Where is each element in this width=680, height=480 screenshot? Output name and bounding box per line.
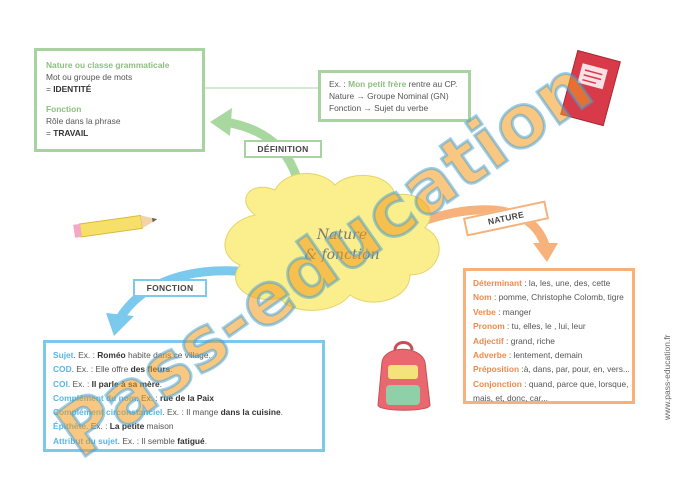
backpack-icon bbox=[377, 341, 431, 411]
fonction-item-label: Attribut du sujet bbox=[53, 435, 118, 446]
nature-item-text: : tu, elles, le , lui, leur bbox=[504, 321, 586, 332]
example-fonction: Fonction → Sujet du verbe bbox=[329, 103, 429, 113]
definition-arrowhead bbox=[210, 108, 232, 136]
fonction-item: Attribut du sujet. Ex. : Il semble fatig… bbox=[53, 434, 315, 448]
center-cloud bbox=[224, 173, 440, 311]
nature-item: Nom : pomme, Christophe Colomb, tigre bbox=[473, 290, 625, 304]
nature-arrowhead bbox=[533, 243, 558, 262]
fonction-item-label: COI bbox=[53, 378, 68, 389]
definition-box: Nature ou classe grammaticale Mot ou gro… bbox=[34, 48, 205, 152]
nature-item-text: : lentement, demain bbox=[506, 350, 583, 361]
fonction-item: COI. Ex. : Il parle à sa mère. bbox=[53, 377, 315, 391]
nature-item-label: Pronom bbox=[473, 321, 505, 332]
nature-item: Verbe : manger bbox=[473, 305, 625, 319]
nature-item: Préposition :à, dans, par, pour, en, ver… bbox=[473, 362, 630, 376]
fonction-item: COD. Ex. : Elle offre des fleurs. bbox=[53, 362, 315, 376]
nature-eq: = bbox=[46, 84, 54, 94]
fonction-item-bold: rue de la Paix bbox=[160, 392, 215, 403]
nature-item-text: :à, dans, par, pour, en, vers... bbox=[519, 364, 630, 375]
fonction-item: Sujet. Ex. : Roméo habite dans ce villag… bbox=[53, 348, 315, 362]
example-rest: rentre au CP. bbox=[406, 79, 458, 89]
fonction-item-post: . bbox=[159, 378, 162, 389]
fonction-item-post: . bbox=[204, 435, 208, 446]
fonction-item-label: Épithète bbox=[53, 421, 87, 432]
fonction-item-label: Complément du nom bbox=[53, 392, 137, 403]
watermark-text: Pass-education bbox=[42, 43, 608, 474]
nature-item-label: Déterminant bbox=[473, 278, 522, 288]
fonction-item-bold: La petite bbox=[109, 421, 145, 432]
fonction-item-pre: . Ex. : Il semble bbox=[117, 435, 178, 446]
nature-item-label: Verbe bbox=[473, 306, 496, 317]
center-title-line2: & fonction bbox=[304, 247, 380, 263]
nature-title: Nature ou classe grammaticale bbox=[46, 60, 170, 70]
fonction-item-pre: . Ex. : bbox=[136, 392, 161, 403]
fonction-title: Fonction bbox=[46, 104, 82, 114]
nature-item-label: Nom bbox=[473, 292, 492, 303]
fonction-item-label: Sujet bbox=[53, 350, 74, 360]
center-title-line1: Nature bbox=[316, 227, 368, 243]
example-box: Ex. : Mon petit frère rentre au CP. Natu… bbox=[318, 70, 471, 122]
pencil-icon bbox=[73, 214, 158, 238]
book-icon bbox=[560, 49, 621, 127]
fonction-item-label: COD bbox=[53, 364, 72, 375]
fonction-eq: = bbox=[46, 128, 54, 138]
fonction-value: TRAVAIL bbox=[53, 128, 89, 138]
fonction-item: Épithète. Ex. : La petite maison bbox=[53, 419, 315, 433]
nature-item-text: : manger bbox=[495, 306, 532, 317]
fonction-tag: FONCTION bbox=[133, 279, 207, 297]
nature-item: Adjectif : grand, riche bbox=[473, 334, 625, 348]
nature-value: IDENTITÉ bbox=[53, 84, 92, 94]
fonction-arrowhead bbox=[106, 313, 134, 336]
nature-line: Mot ou groupe de mots bbox=[46, 72, 133, 82]
fonction-item-bold: des fleurs bbox=[130, 364, 171, 375]
fonction-item-post: . bbox=[280, 407, 283, 418]
fonction-item-post: habite dans ce village. bbox=[125, 350, 211, 360]
example-nature: Nature → Groupe Nominal (GN) bbox=[329, 91, 449, 101]
nature-item-text: : la, les, une, des, cette bbox=[521, 278, 611, 288]
nature-item-label: Adverbe bbox=[473, 350, 507, 361]
nature-item-label: Conjonction bbox=[473, 378, 522, 389]
nature-item: Pronom : tu, elles, le , lui, leur bbox=[473, 319, 625, 333]
nature-item-text: : quand, parce que, lorsque, bbox=[521, 378, 629, 389]
nature-item-label: Préposition bbox=[473, 364, 520, 375]
nature-item-label: Adjectif bbox=[473, 335, 504, 346]
definition-tag: DÉFINITION bbox=[244, 140, 322, 158]
fonction-item-pre: . Ex. : bbox=[67, 378, 92, 389]
nature-item: Déterminant : la, les, une, des, cette bbox=[473, 276, 625, 290]
nature-item-text: : grand, riche bbox=[503, 335, 555, 346]
fonction-item: Complément circonstanciel. Ex. : Il mang… bbox=[53, 405, 315, 419]
nature-item-text: : pomme, Christophe Colomb, tigre bbox=[491, 292, 624, 303]
side-url: www.pass-education.fr bbox=[662, 334, 672, 420]
fonction-box: Sujet. Ex. : Roméo habite dans ce villag… bbox=[43, 340, 325, 452]
fonction-item-post: maison bbox=[144, 421, 174, 432]
fonction-list: Sujet. Ex. : Roméo habite dans ce villag… bbox=[53, 348, 315, 448]
nature-item-text-cont: mais, et, donc, car... bbox=[473, 393, 548, 404]
fonction-item-pre: . Ex. : Elle offre bbox=[71, 364, 131, 375]
fonction-item-bold: Roméo bbox=[97, 350, 126, 360]
fonction-item-pre: . Ex. : bbox=[73, 350, 98, 360]
fonction-item-post: . bbox=[170, 364, 173, 375]
fonction-item: Complément du nom. Ex. : rue de la Paix bbox=[53, 391, 315, 405]
fonction-line: Rôle dans la phrase bbox=[46, 116, 121, 126]
fonction-item-bold: dans la cuisine bbox=[220, 407, 281, 418]
nature-item: Adverbe : lentement, demain bbox=[473, 348, 625, 362]
example-highlight: Mon petit frère bbox=[348, 79, 407, 89]
fonction-item-label: Complément circonstanciel bbox=[53, 407, 163, 418]
center-title: Nature & fonction bbox=[287, 225, 397, 265]
fonction-item-bold: Il parle à sa mère bbox=[91, 378, 160, 389]
example-prefix: Ex. : bbox=[329, 79, 349, 89]
fonction-item-pre: . Ex. : bbox=[86, 421, 110, 432]
fonction-item-pre: . Ex. : Il mange bbox=[162, 407, 221, 418]
fonction-item-bold: fatigué bbox=[177, 435, 205, 446]
nature-item: Conjonction : quand, parce que, lorsque, bbox=[473, 377, 628, 391]
